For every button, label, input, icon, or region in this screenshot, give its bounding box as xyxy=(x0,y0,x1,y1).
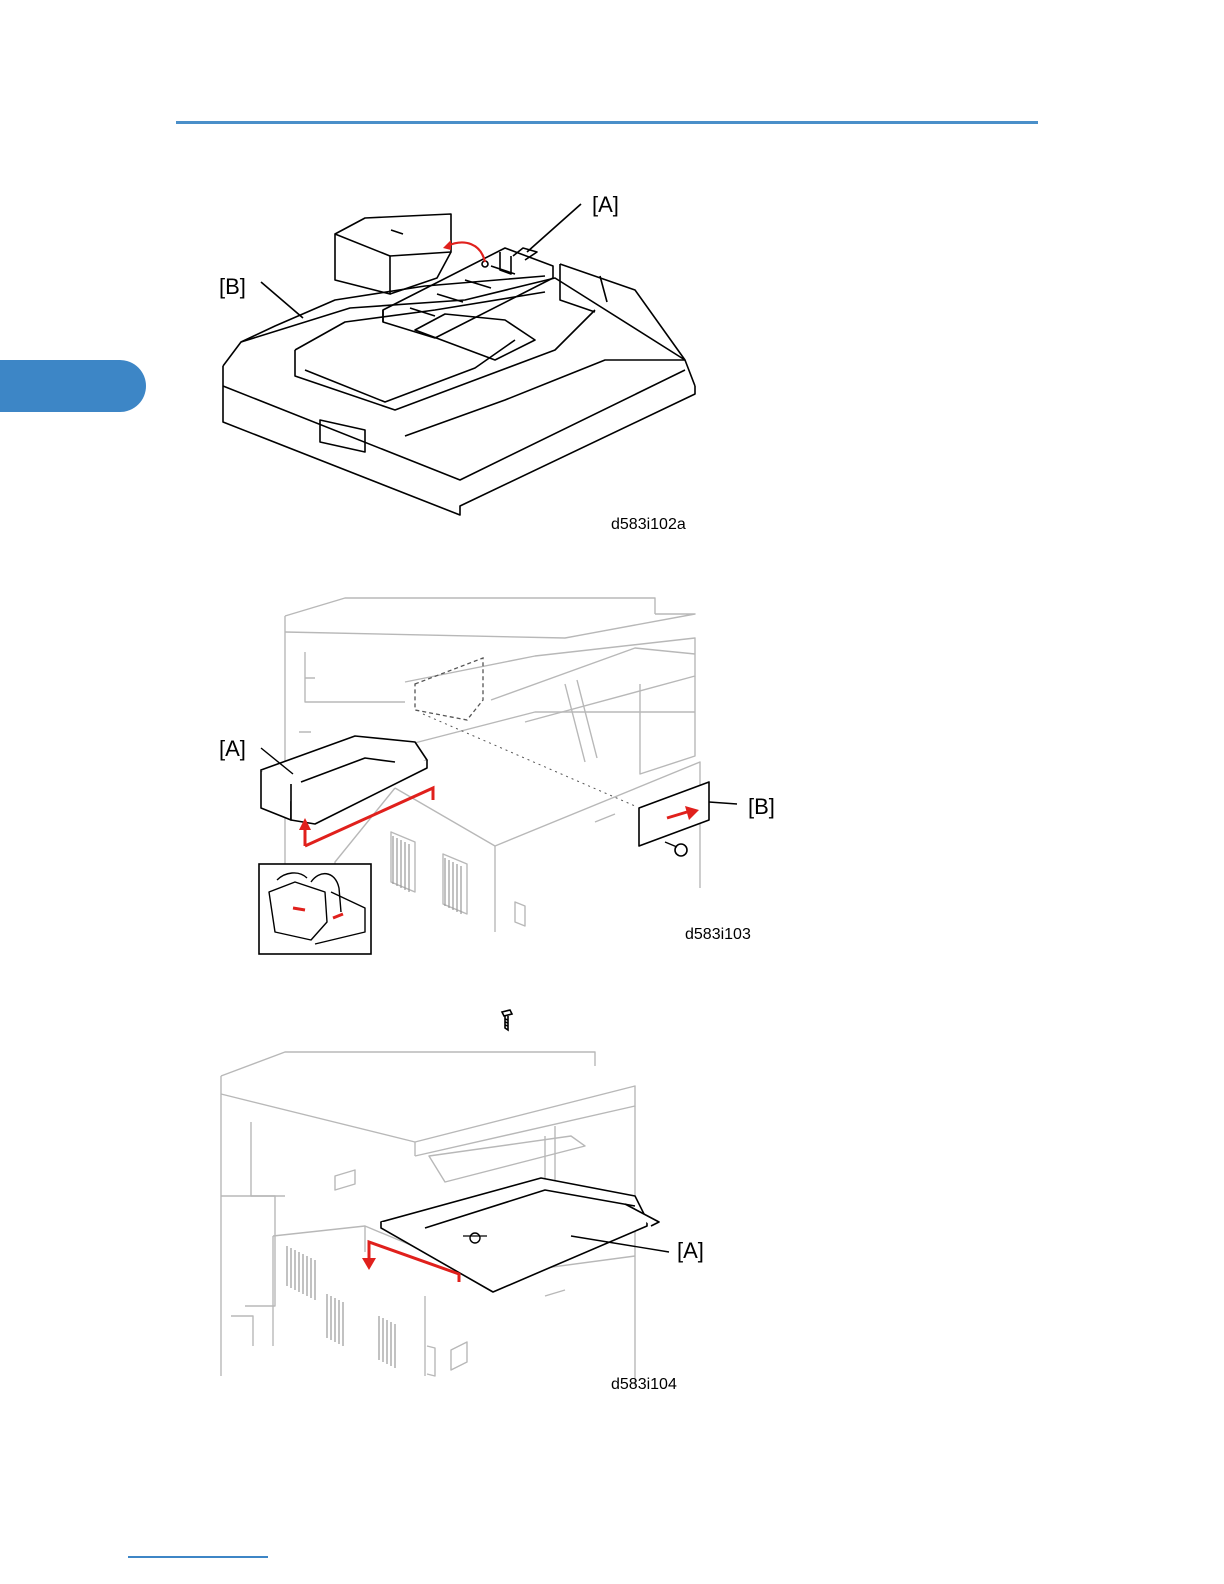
callout-a: [A] xyxy=(219,738,246,760)
callout-a: [A] xyxy=(592,194,619,216)
callout-b: [B] xyxy=(748,796,775,818)
adf-illustration xyxy=(215,190,715,530)
screw-icon xyxy=(498,1008,514,1037)
callout-a: [A] xyxy=(677,1240,704,1262)
header-rule xyxy=(176,121,1038,124)
copier-illustration xyxy=(215,592,795,964)
chapter-tab xyxy=(0,360,146,412)
callout-b: [B] xyxy=(219,276,246,298)
figure-adf-removal: [A] [B] d583i102a xyxy=(215,190,715,530)
figure-cover-removal: [A] [B] d583i103 xyxy=(215,592,795,964)
figure-code: d583i102a xyxy=(611,516,686,534)
footer-rule xyxy=(128,1556,268,1558)
figure-code: d583i104 xyxy=(611,1376,677,1394)
figure-tray-installation: [A] d583i104 xyxy=(215,1046,715,1396)
figure-code: d583i103 xyxy=(685,926,751,944)
copier-illustration xyxy=(215,1046,715,1396)
